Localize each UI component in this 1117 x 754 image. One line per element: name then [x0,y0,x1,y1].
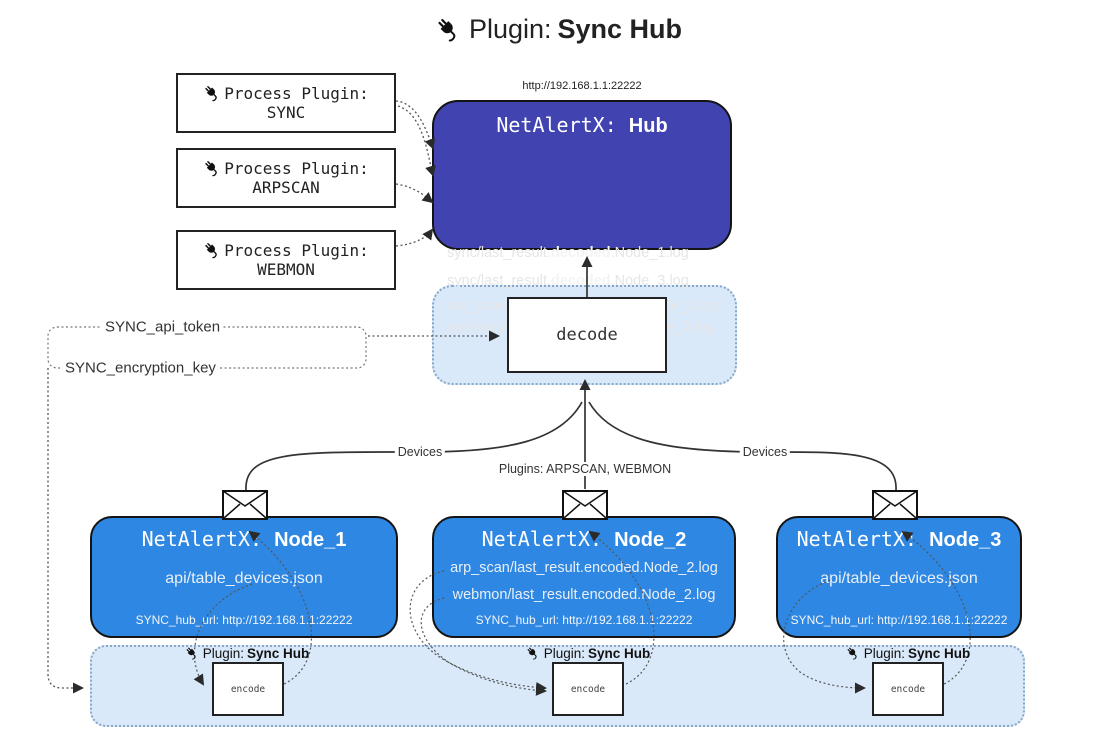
node-file-line: api/table_devices.json [820,570,978,587]
title-prefix: Plugin: [468,14,552,44]
process-plugin-webmon: Process Plugin: WEBMON [176,230,396,290]
envelope-icon [222,490,268,520]
devices-right-label: Devices [739,445,791,459]
hub-title-prefix: NetAlertX: [496,113,629,137]
process-plugin-arpscan: Process Plugin: ARPSCAN [176,148,396,208]
sync-api-token-label: SYNC_api_token [102,318,224,336]
node-title: NetAlertX: Node_3 [796,527,1002,551]
page-title: Plugin: Sync Hub [0,14,1117,45]
process-plugin-name: WEBMON [257,260,315,279]
process-plugin-label: Process Plugin: [224,159,369,178]
node-2: NetAlertX: Node_2 arp_scan/last_result.e… [432,516,736,638]
process-plugin-sync: Process Plugin: SYNC [176,73,396,133]
devices-left-label: Devices [394,445,446,459]
node-title: NetAlertX: Node_2 [481,527,687,551]
node-3: NetAlertX: Node_3 api/table_devices.json… [776,516,1022,638]
plug-icon [205,86,218,102]
plug-icon [186,647,196,660]
node-file-line: arp_scan/last_result.encoded.Node_2.log [450,560,718,576]
plugins-mid-label: Plugins: ARPSCAN, WEBMON [495,462,675,476]
process-plugin-label: Process Plugin: [224,241,369,260]
plug-icon [847,647,857,660]
encode-box: encode [872,662,944,716]
hub-log-line: sync/last_result.decoded.Node_1.log [447,245,689,261]
node-file-line: webmon/last_result.encoded.Node_2.log [452,587,716,603]
envelope-icon [872,490,918,520]
sync-encryption-key-label: SYNC_encryption_key [62,359,219,377]
envelope-icon [562,490,608,520]
encode-box: encode [212,662,284,716]
hub-title: NetAlertX: Hub [434,113,730,138]
node-hub-url: SYNC_hub_url: http://192.168.1.1:22222 [475,613,693,627]
plug-icon [438,18,456,41]
process-plugin-name: SYNC [266,103,306,122]
hub-log-line: sync/last_result.decoded.Node_3.log [447,273,689,289]
hub-node: NetAlertX: Hub sync/last_result.decoded.… [432,100,732,336]
node-file-line: api/table_devices.json [165,570,323,587]
title-name: Sync Hub [557,14,683,44]
band-plugin-label: Plugin: Sync Hub [185,646,309,661]
hub-title-name: Hub [628,115,668,137]
hub-url-label: http://192.168.1.1:22222 [522,80,642,92]
decode-box: decode [507,297,667,373]
node-1: NetAlertX: Node_1 api/table_devices.json… [90,516,398,638]
process-plugin-label: Process Plugin: [224,84,369,103]
plug-icon [205,161,218,177]
node-hub-url: SYNC_hub_url: http://192.168.1.1:22222 [135,613,353,627]
encode-box: encode [552,662,624,716]
band-plugin-label: Plugin: Sync Hub [526,646,650,661]
process-plugin-name: ARPSCAN [252,178,320,197]
band-plugin-label: Plugin: Sync Hub [846,646,970,661]
node-title: NetAlertX: Node_1 [141,527,347,551]
plug-icon [527,647,537,660]
plug-icon [205,243,218,259]
node-hub-url: SYNC_hub_url: http://192.168.1.1:22222 [790,613,1008,627]
